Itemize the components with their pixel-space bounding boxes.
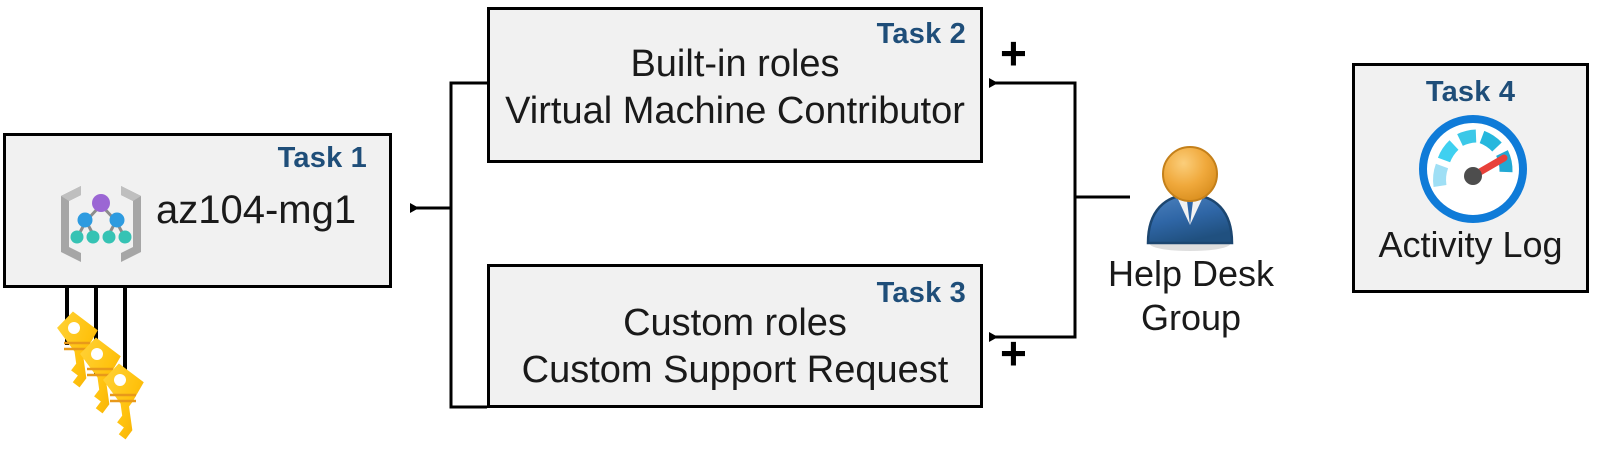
- persona-label: Help Desk Group: [1076, 252, 1306, 340]
- task-3-line-2: Custom Support Request: [521, 349, 949, 391]
- plus-operator-top: +: [1000, 27, 1027, 79]
- task-4-badge: Task 4: [1425, 76, 1516, 108]
- task-2-line-2: Virtual Machine Contributor: [505, 90, 965, 132]
- user-group-icon: [1130, 137, 1250, 257]
- bracket-tasks-to-mg: [410, 81, 487, 409]
- activity-log-gauge-icon: [1418, 114, 1528, 224]
- task-2-badge: Task 2: [876, 18, 966, 50]
- task-1-box[interactable]: Task 1: [3, 133, 392, 288]
- task-4-box[interactable]: Task 4 Activity Log: [1352, 63, 1589, 293]
- persona-label-line-2: Group: [1140, 297, 1242, 338]
- keys-icon: [38, 308, 178, 449]
- task-2-line-1: Built-in roles: [630, 43, 840, 85]
- task-3-box[interactable]: Task 3 Custom roles Custom Support Reque…: [487, 264, 983, 408]
- plus-operator-bottom: +: [1000, 327, 1027, 379]
- task-3-badge: Task 3: [876, 277, 966, 309]
- task-2-box[interactable]: Task 2 Built-in roles Virtual Machine Co…: [487, 7, 983, 163]
- task-4-label: Activity Log: [1378, 224, 1563, 265]
- task-1-badge: Task 1: [277, 142, 367, 174]
- persona-label-line-1: Help Desk: [1107, 253, 1275, 294]
- management-group-icon: [51, 174, 151, 274]
- task-3-line-1: Custom roles: [623, 302, 847, 344]
- task-1-label: az104-mg1: [156, 188, 357, 232]
